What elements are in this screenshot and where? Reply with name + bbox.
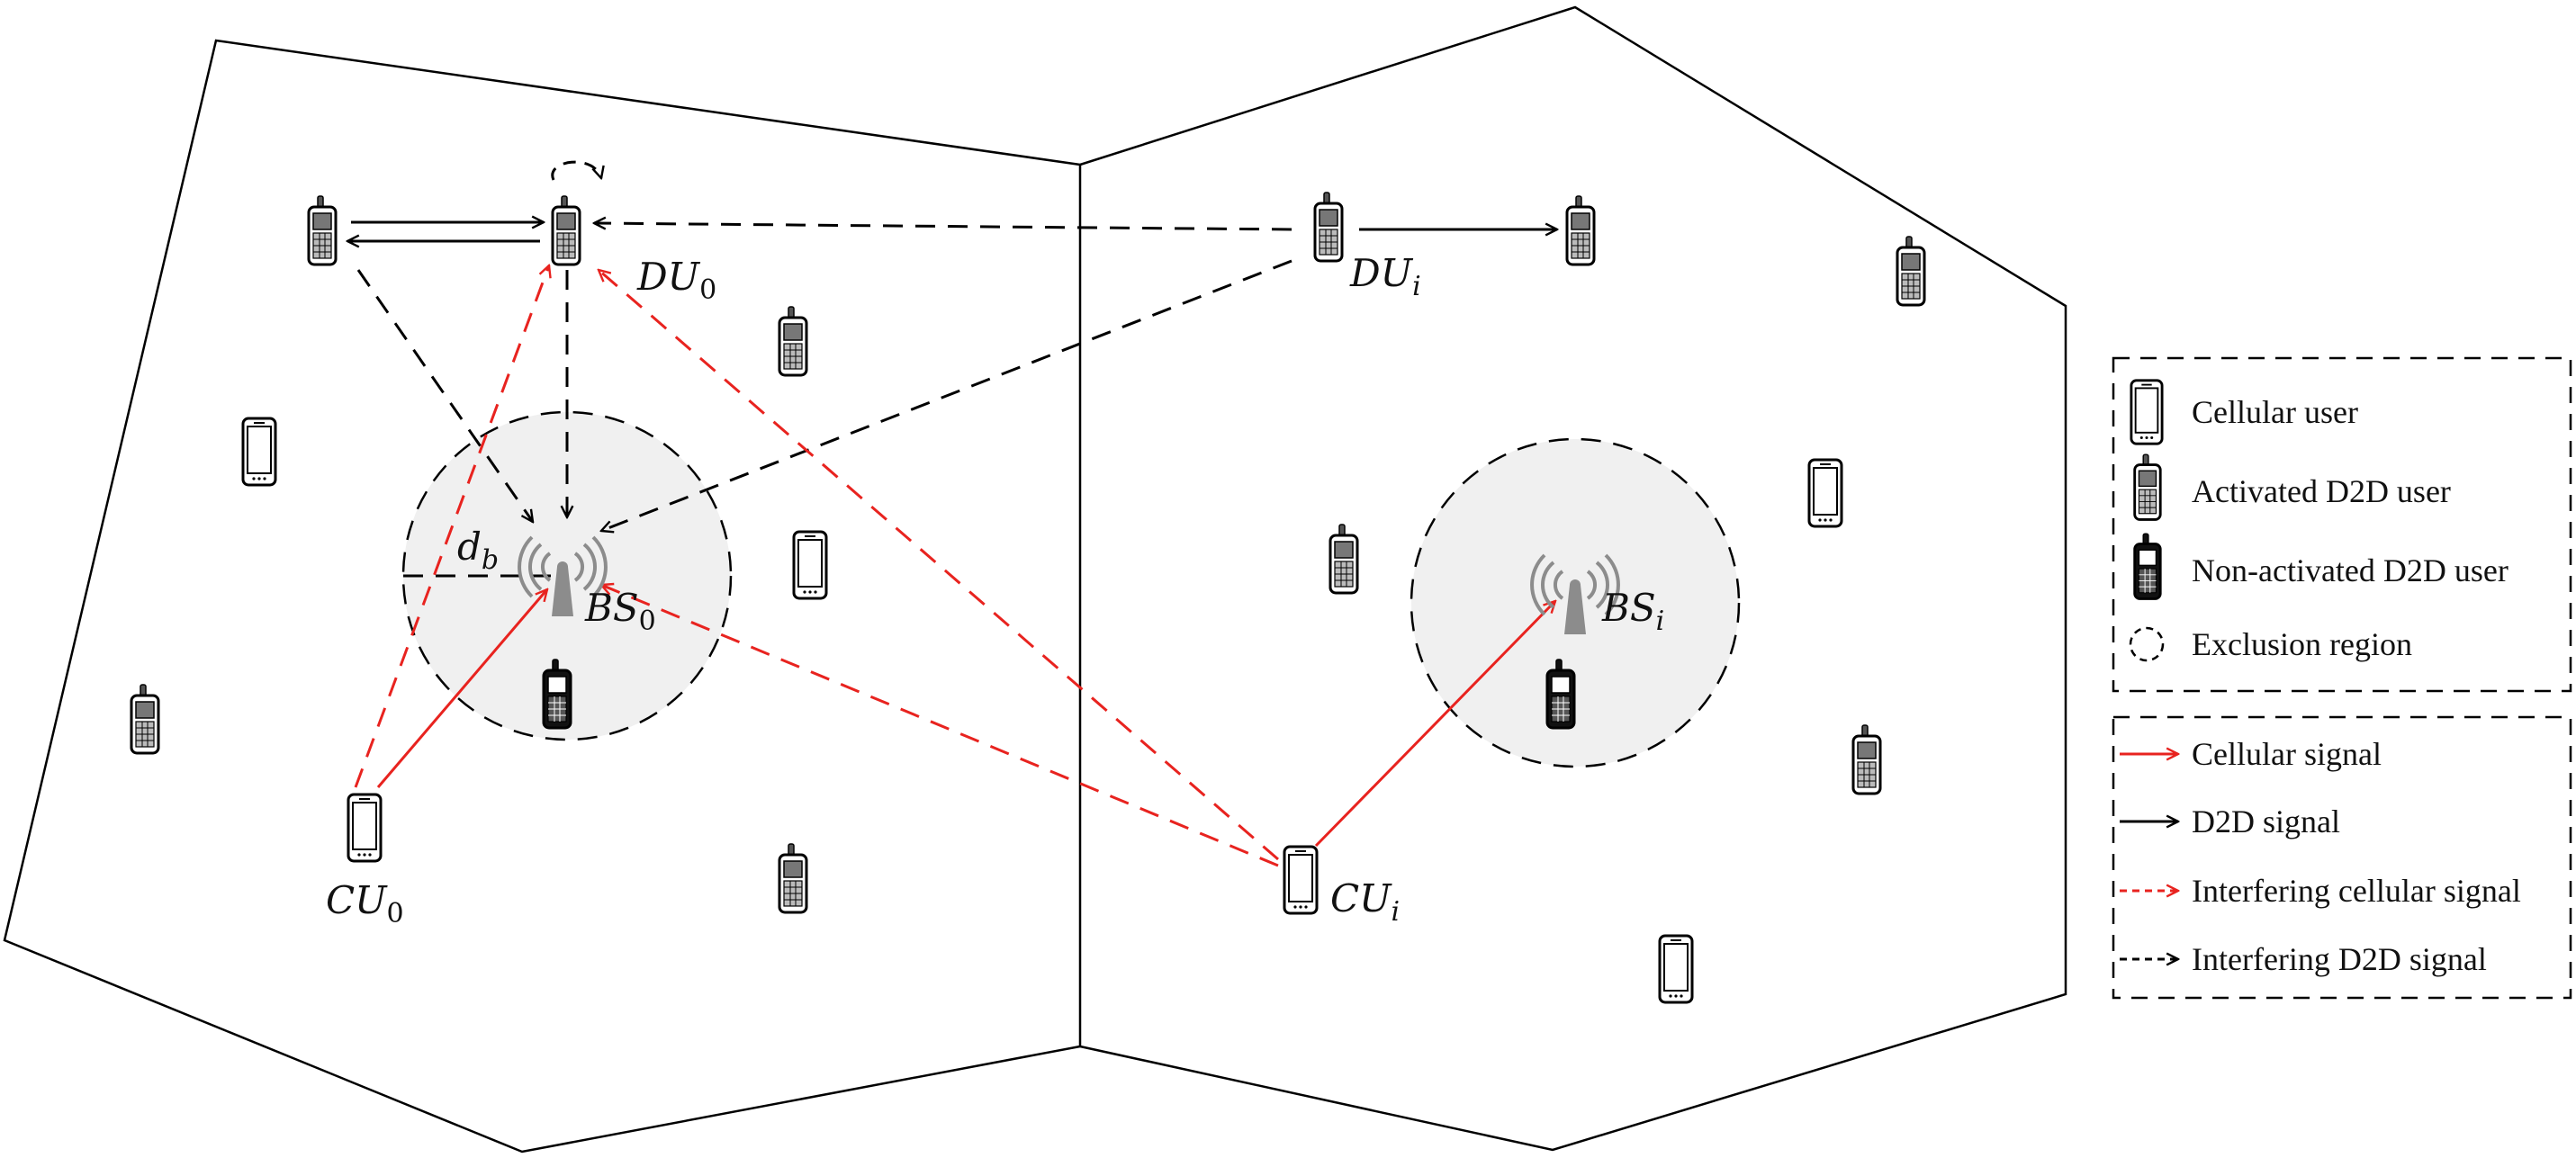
- activated-d2d-user-icon: [1896, 235, 1926, 307]
- legend-label: Exclusion region: [2192, 626, 2412, 662]
- activated-d2d-user-icon: [1851, 723, 1882, 795]
- activated-d2d-user-icon: [2133, 453, 2162, 521]
- activated-d2d-user-du0-icon: [551, 194, 581, 266]
- non-activated-d2d-user-icon: [542, 658, 572, 730]
- interfering-cellular-signal-arrow: [354, 265, 549, 788]
- cellular-user-icon: [792, 530, 828, 600]
- activated-d2d-user-dui-icon: [1313, 191, 1344, 263]
- cellular-user-cu0-icon: [347, 793, 383, 863]
- d2d-signals: [347, 160, 1557, 531]
- legend-users: Cellular user Activated D2D user Non-act…: [2112, 356, 2572, 693]
- activated-d2d-user-icon: [1565, 194, 1596, 266]
- interfering-d2d-signal-arrow: [601, 259, 1293, 531]
- cell-boundaries: [3, 5, 2067, 1154]
- cellular-signals: [354, 265, 1555, 867]
- cellular-user-cui-icon: [1283, 845, 1319, 915]
- label-bs0: BS0: [584, 586, 656, 637]
- interfering-cellular-signal-arrow: [599, 270, 1279, 861]
- legend-label: D2D signal: [2192, 803, 2340, 839]
- activated-d2d-user-icon: [1329, 523, 1359, 595]
- interfering-cellular-signal-arrow: [601, 585, 1279, 867]
- cellular-user-icon: [241, 417, 277, 487]
- label-bsi: BSi: [1601, 586, 1664, 637]
- label-cu0: CU0: [326, 878, 404, 929]
- cellular-signal-arrow: [1314, 601, 1555, 848]
- cellular-signal-arrow: [376, 589, 547, 788]
- legend-users-frame: [2112, 356, 2572, 693]
- right-cell-boundary: [1079, 5, 2067, 1152]
- interfering-d2d-signal-arrow: [594, 223, 1293, 231]
- activated-d2d-user-icon: [778, 305, 808, 377]
- cellular-user-icon: [1807, 458, 1843, 528]
- non-activated-d2d-user-icon: [1545, 658, 1576, 730]
- label-db: db: [457, 525, 499, 576]
- interfering-d2d-self-arrow: [551, 160, 601, 181]
- interfering-d2d-signal-arrow: [356, 269, 533, 522]
- left-cell-boundary: [3, 39, 1081, 1154]
- activated-d2d-user-icon: [778, 842, 808, 914]
- legend-signals: Cellular signal D2D signal Interfering c…: [2112, 715, 2572, 1000]
- cellular-user-icon: [1658, 934, 1694, 1004]
- legend-label: Cellular user: [2192, 394, 2358, 430]
- label-du0: DU0: [636, 255, 716, 306]
- label-dui: DUi: [1349, 251, 1421, 302]
- cellular-user-icon: [2130, 379, 2164, 445]
- legend-label: Activated D2D user: [2192, 473, 2451, 509]
- activated-d2d-user-icon: [130, 683, 160, 755]
- exclusion-region-icon: [2129, 626, 2165, 662]
- legend-label: Interfering cellular signal: [2192, 873, 2521, 909]
- activated-d2d-user-icon: [307, 194, 338, 266]
- legend-label: Non-activated D2D user: [2192, 552, 2508, 588]
- non-activated-d2d-user-icon: [2133, 532, 2162, 600]
- legend-label: Cellular signal: [2192, 736, 2382, 772]
- legend-signals-frame: [2112, 715, 2572, 1000]
- legend-label: Interfering D2D signal: [2192, 941, 2487, 977]
- label-cui: CUi: [1330, 876, 1400, 928]
